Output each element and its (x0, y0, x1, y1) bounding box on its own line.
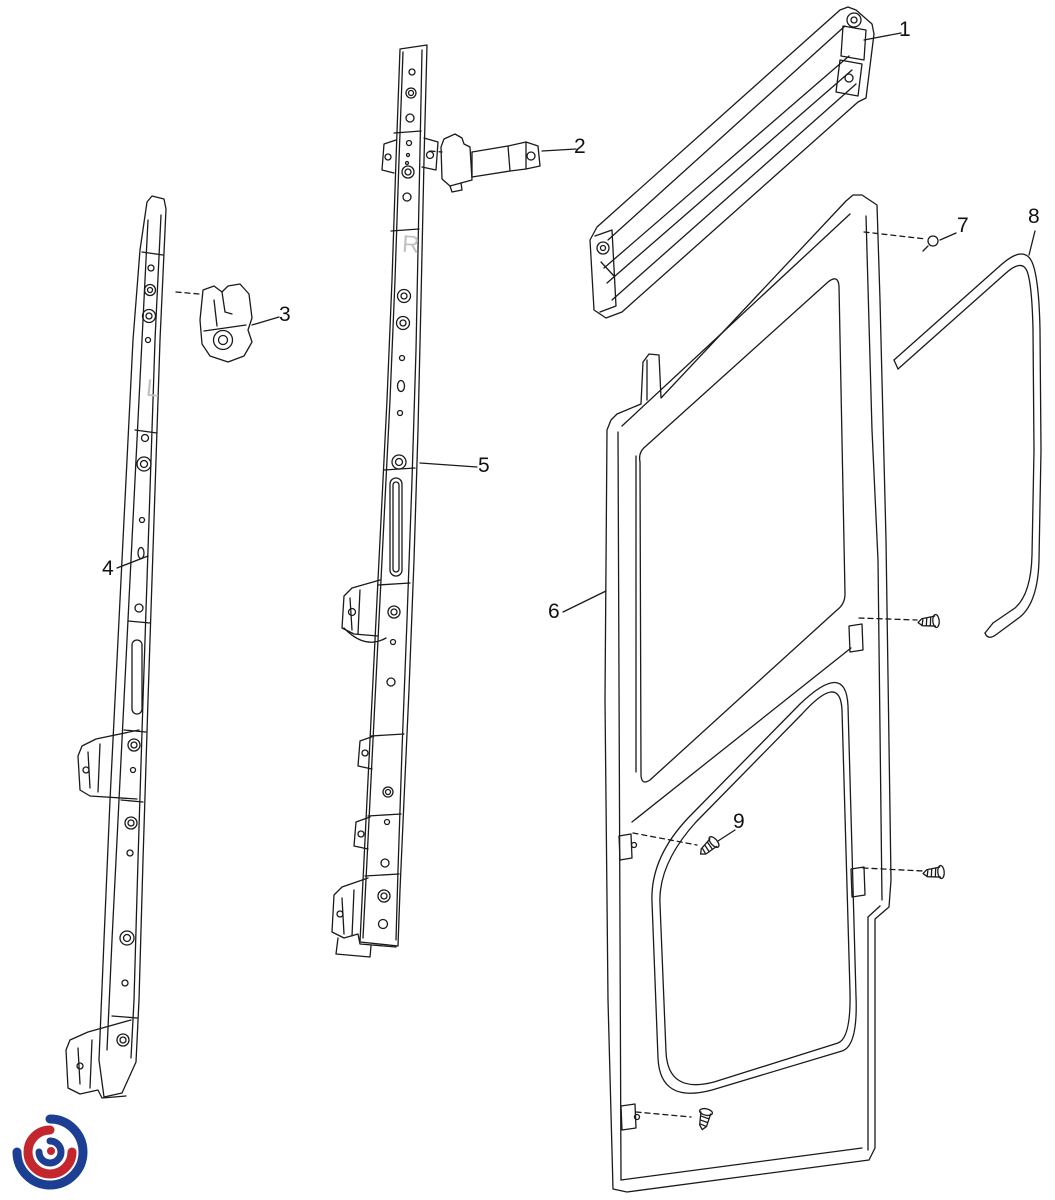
part-6-door-frame-panel (604, 194, 892, 1193)
callout-3: 3 (279, 303, 291, 326)
brand-logo (12, 1114, 88, 1190)
part-2-hinge-bracket (440, 133, 541, 193)
logo-core-dot (47, 1147, 55, 1155)
callout-1: 1 (899, 18, 911, 41)
leader-lines (116, 32, 1036, 1118)
callout-7: 7 (957, 214, 969, 237)
screw-right-upper (916, 613, 941, 630)
callout-8: 8 (1028, 205, 1040, 228)
part-3-hinge-bracket (199, 283, 253, 363)
logo-middle-ring (23, 1125, 77, 1179)
callout-9: 9 (733, 810, 745, 833)
part-1-upper-rail (589, 6, 875, 319)
logo-inner-ring (35, 1137, 65, 1167)
rivet-part-7 (922, 235, 939, 252)
fasteners (695, 235, 946, 1132)
callout-5: 5 (478, 454, 490, 477)
screw-right-lower (921, 864, 946, 881)
logo-outer-ring (12, 1114, 88, 1190)
callout-4: 4 (102, 557, 114, 580)
alignment-dashed-lines (175, 150, 927, 1118)
callout-2: 2 (574, 135, 586, 158)
screw-part-9 (695, 834, 722, 860)
part-4-left-lock-pillar: L (65, 195, 167, 1099)
diagram-line-art: L (65, 6, 1042, 1193)
left-pillar-stamp: L (145, 375, 161, 403)
callout-6: 6 (548, 600, 560, 623)
part-5-right-lock-pillar: R (331, 44, 439, 958)
screw-bottom (695, 1106, 714, 1132)
right-pillar-stamp: R (401, 231, 420, 259)
part-8-weatherstrip-seal (893, 253, 1042, 638)
